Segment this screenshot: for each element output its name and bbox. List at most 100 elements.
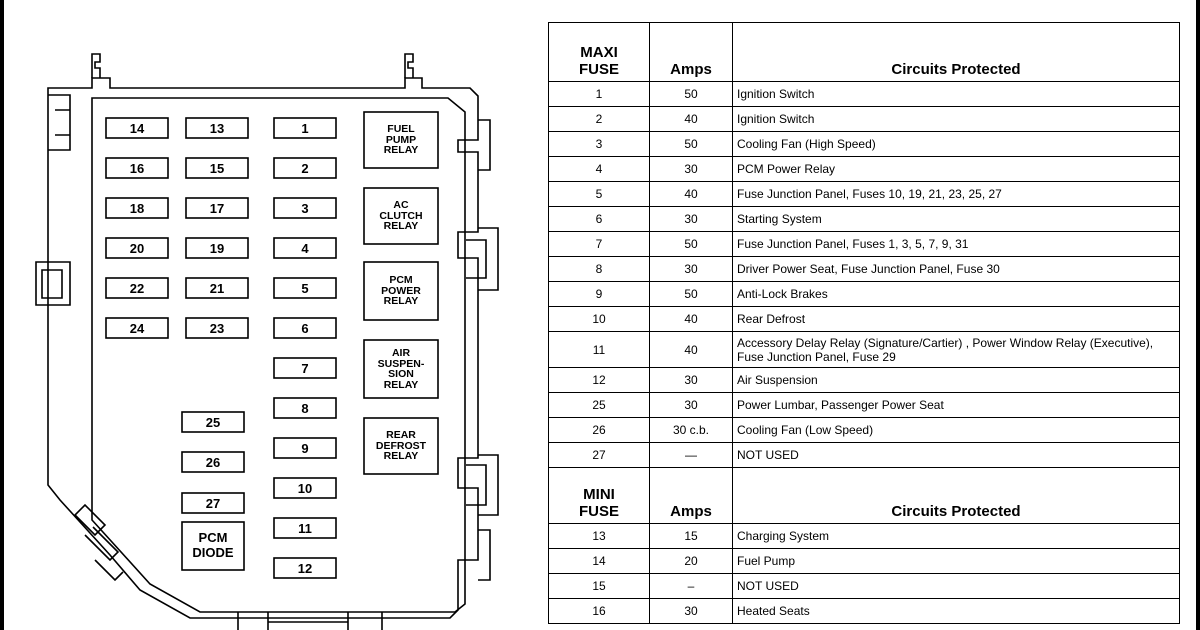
cell-amps: 30 xyxy=(649,392,733,418)
cell-circuit: Ignition Switch xyxy=(732,81,1180,107)
fuse-slot-label: 10 xyxy=(297,480,313,496)
fuse-slot-label: 21 xyxy=(209,280,225,296)
fuse-slot xyxy=(105,277,169,299)
cell-amps: 15 xyxy=(649,523,733,549)
cell-amps: 30 c.b. xyxy=(649,417,733,443)
fuse-slot xyxy=(185,317,249,339)
cell-fuse: 11 xyxy=(548,331,650,368)
cell-circuit: Ignition Switch xyxy=(732,106,1180,132)
fuse-slot xyxy=(273,317,337,339)
cell-amps: 50 xyxy=(649,281,733,307)
relay-slot xyxy=(363,111,439,169)
cell-amps: 30 xyxy=(649,206,733,232)
cell-amps: 20 xyxy=(649,548,733,574)
fuse-slot-label: 25 xyxy=(205,414,221,430)
fuse-slot xyxy=(273,437,337,459)
cell-circuit: Anti-Lock Brakes xyxy=(732,281,1180,307)
header-fuse: MAXI FUSE xyxy=(548,22,650,82)
fuse-slot xyxy=(273,357,337,379)
table-row: 27—NOT USED xyxy=(548,442,1180,468)
cell-circuit: Driver Power Seat, Fuse Junction Panel, … xyxy=(732,256,1180,282)
cell-amps: 40 xyxy=(649,306,733,332)
cell-amps: 30 xyxy=(649,156,733,182)
cell-fuse: 26 xyxy=(548,417,650,443)
cell-fuse: 12 xyxy=(548,367,650,393)
fuse-slot-label: 9 xyxy=(301,440,309,456)
fuse-slot xyxy=(105,117,169,139)
fuse-slot-label: 22 xyxy=(129,280,145,296)
left-border xyxy=(0,0,4,630)
cell-amps: 30 xyxy=(649,256,733,282)
header-amps: Amps xyxy=(649,467,733,524)
cell-circuit: Fuel Pump xyxy=(732,548,1180,574)
cell-fuse: 8 xyxy=(548,256,650,282)
cell-fuse: 6 xyxy=(548,206,650,232)
fuse-slot-label: 15 xyxy=(209,160,225,176)
fuse-slot xyxy=(273,557,337,579)
fuse-slot xyxy=(185,117,249,139)
fuse-slot-label: 19 xyxy=(209,240,225,256)
relay-slot xyxy=(363,187,439,245)
cell-amps: 30 xyxy=(649,598,733,624)
cell-fuse: 27 xyxy=(548,442,650,468)
fuse-slot-label: 4 xyxy=(301,240,309,256)
cell-amps: 50 xyxy=(649,131,733,157)
cell-circuit: Charging System xyxy=(732,523,1180,549)
fuse-slot xyxy=(185,157,249,179)
fuse-slot-label: 13 xyxy=(209,120,225,136)
cell-circuit: PCM Power Relay xyxy=(732,156,1180,182)
cell-fuse: 2 xyxy=(548,106,650,132)
cell-amps: 50 xyxy=(649,81,733,107)
relay-label: AIR SUSPEN- SION RELAY xyxy=(377,347,425,391)
relay-slot xyxy=(363,417,439,475)
fuse-slot xyxy=(273,477,337,499)
header-circuits: Circuits Protected xyxy=(732,22,1180,82)
fuse-slot xyxy=(105,157,169,179)
fuse-slot xyxy=(273,397,337,419)
header-circuits: Circuits Protected xyxy=(732,467,1180,524)
fuse-slot xyxy=(273,237,337,259)
relay-slot xyxy=(363,339,439,399)
diode-label: PCM DIODE xyxy=(192,530,234,560)
cell-circuit: Fuse Junction Panel, Fuses 1, 3, 5, 7, 9… xyxy=(732,231,1180,257)
diode-slot xyxy=(181,521,245,571)
fuse-slot-label: 20 xyxy=(129,240,145,256)
cell-fuse: 4 xyxy=(548,156,650,182)
header-amps: Amps xyxy=(649,22,733,82)
right-border xyxy=(1196,0,1200,630)
fuse-slot-label: 8 xyxy=(301,400,309,416)
fuse-slot xyxy=(273,517,337,539)
cell-amps: 40 xyxy=(649,331,733,368)
fuse-slot xyxy=(273,157,337,179)
fuse-slot-label: 23 xyxy=(209,320,225,336)
cell-amps: 40 xyxy=(649,106,733,132)
cell-amps: – xyxy=(649,573,733,599)
fuse-slot xyxy=(185,197,249,219)
fuse-slot xyxy=(105,197,169,219)
fuse-box-outline xyxy=(35,53,499,630)
fuse-slot-label: 16 xyxy=(129,160,145,176)
fuse-slot-label: 26 xyxy=(205,454,221,470)
cell-fuse: 14 xyxy=(548,548,650,574)
relay-label: AC CLUTCH RELAY xyxy=(379,199,423,233)
fuse-slot xyxy=(273,197,337,219)
header-fuse: MINI FUSE xyxy=(548,467,650,524)
fuse-slot-label: 2 xyxy=(301,160,309,176)
fuse-slot xyxy=(273,277,337,299)
fuse-slot xyxy=(185,237,249,259)
cell-fuse: 13 xyxy=(548,523,650,549)
cell-fuse: 5 xyxy=(548,181,650,207)
cell-circuit: Fuse Junction Panel, Fuses 10, 19, 21, 2… xyxy=(732,181,1180,207)
cell-amps: — xyxy=(649,442,733,468)
